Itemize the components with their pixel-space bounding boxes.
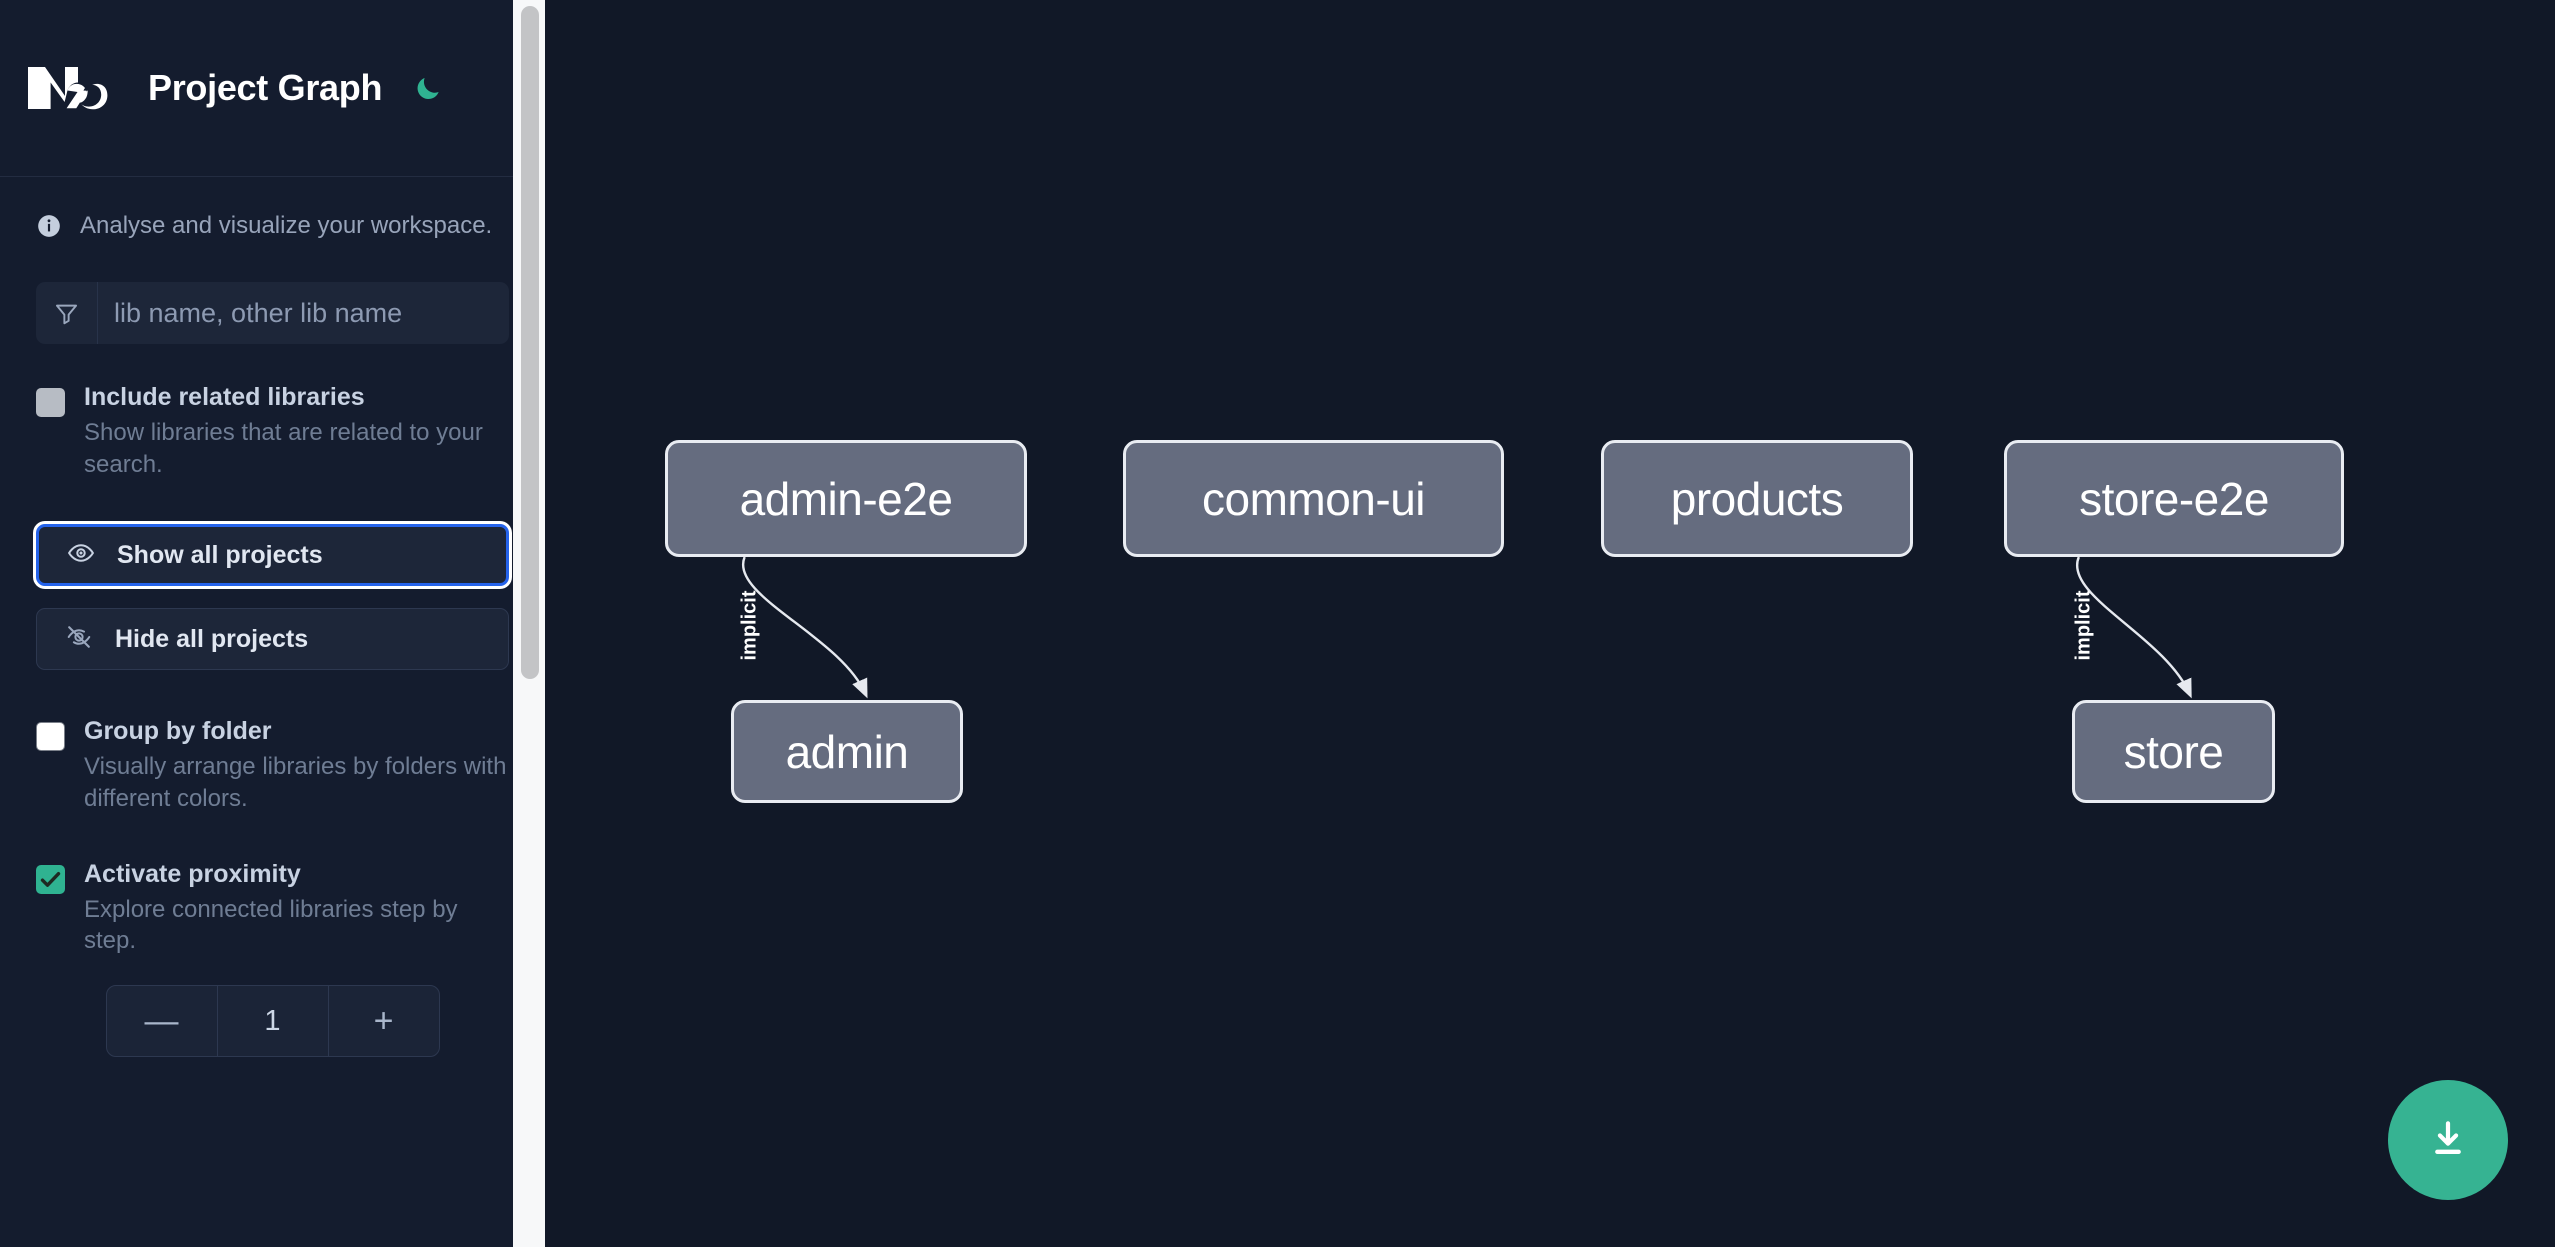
graph-node-admin-e2e[interactable]: admin-e2e [665, 440, 1027, 557]
group-by-folder-label: Group by folder [84, 717, 272, 746]
include-related-libraries-checkbox[interactable] [36, 388, 65, 417]
graph-node-label: admin [785, 725, 909, 778]
proximity-stepper: — 1 + [105, 985, 440, 1058]
graph-edges [741, 556, 2192, 699]
eye-icon [67, 539, 95, 572]
activate-proximity-description: Explore connected libraries step by step… [84, 895, 458, 955]
show-all-projects-label: Show all projects [117, 540, 323, 569]
hide-all-projects-label: Hide all projects [115, 624, 309, 653]
graph-node-label: products [1670, 472, 1844, 525]
option-activate-proximity[interactable]: Activate proximity Explore connected lib… [36, 859, 509, 957]
graph-node-label: common-ui [1201, 472, 1426, 525]
hide-all-projects-button[interactable]: Hide all projects [36, 608, 509, 671]
include-related-libraries-label: Include related libraries [84, 383, 365, 411]
group-by-folder-checkbox[interactable] [36, 722, 65, 752]
graph-node-store[interactable]: store [2072, 700, 2275, 803]
proximity-decrement-button[interactable]: — [107, 986, 218, 1057]
info-icon [36, 213, 62, 239]
activate-proximity-label: Activate proximity [84, 859, 301, 888]
download-icon [2426, 1117, 2470, 1164]
eye-slash-icon [65, 623, 93, 656]
tagline-row: Analyse and visualize your workspace. [36, 177, 509, 240]
sidebar: Project Graph Analyse and visualize your… [0, 0, 545, 1247]
graph-node-label: store-e2e [2079, 472, 2269, 525]
tagline-text: Analyse and visualize your workspace. [80, 212, 493, 239]
graph-node-label: store [2123, 725, 2224, 778]
sidebar-header: Project Graph [0, 0, 545, 177]
group-by-folder-description: Visually arrange libraries by folders wi… [84, 753, 507, 813]
graph-node-store-e2e[interactable]: store-e2e [2004, 440, 2344, 557]
nx-logo-icon [26, 59, 112, 117]
graph-node-common-ui[interactable]: common-ui [1123, 440, 1504, 557]
app-title: Project Graph [148, 67, 383, 108]
option-group-by-folder[interactable]: Group by folder Visually arrange librari… [36, 716, 509, 814]
graph-canvas[interactable]: admin-e2e common-ui products store-e2e admin… [545, 0, 2555, 1247]
graph-edge-admin-e2e-to-admin [741, 556, 868, 699]
include-related-libraries-description: Show libraries that are related to your … [84, 419, 483, 478]
sidebar-body: Analyse and visualize your workspace. In… [0, 177, 545, 1058]
graph-node-label: admin-e2e [739, 472, 953, 525]
moon-icon[interactable] [408, 68, 448, 108]
proximity-value: 1 [264, 1004, 281, 1037]
funnel-icon [36, 282, 98, 344]
filter-field[interactable] [36, 282, 509, 344]
activate-proximity-checkbox[interactable] [36, 864, 65, 894]
show-all-projects-button[interactable]: Show all projects [36, 524, 509, 587]
download-button[interactable] [2388, 1080, 2508, 1200]
sidebar-scrollbar[interactable] [513, 0, 545, 1247]
search-input[interactable] [98, 282, 509, 344]
graph-node-products[interactable]: products [1601, 440, 1913, 557]
sidebar-scrollbar-thumb[interactable] [521, 6, 539, 680]
option-include-related-libraries[interactable]: Include related libraries Show libraries… [36, 382, 509, 480]
graph-edge-store-e2e-to-store [2075, 556, 2192, 699]
graph-node-admin[interactable]: admin [731, 700, 963, 803]
proximity-increment-button[interactable]: + [327, 986, 439, 1057]
